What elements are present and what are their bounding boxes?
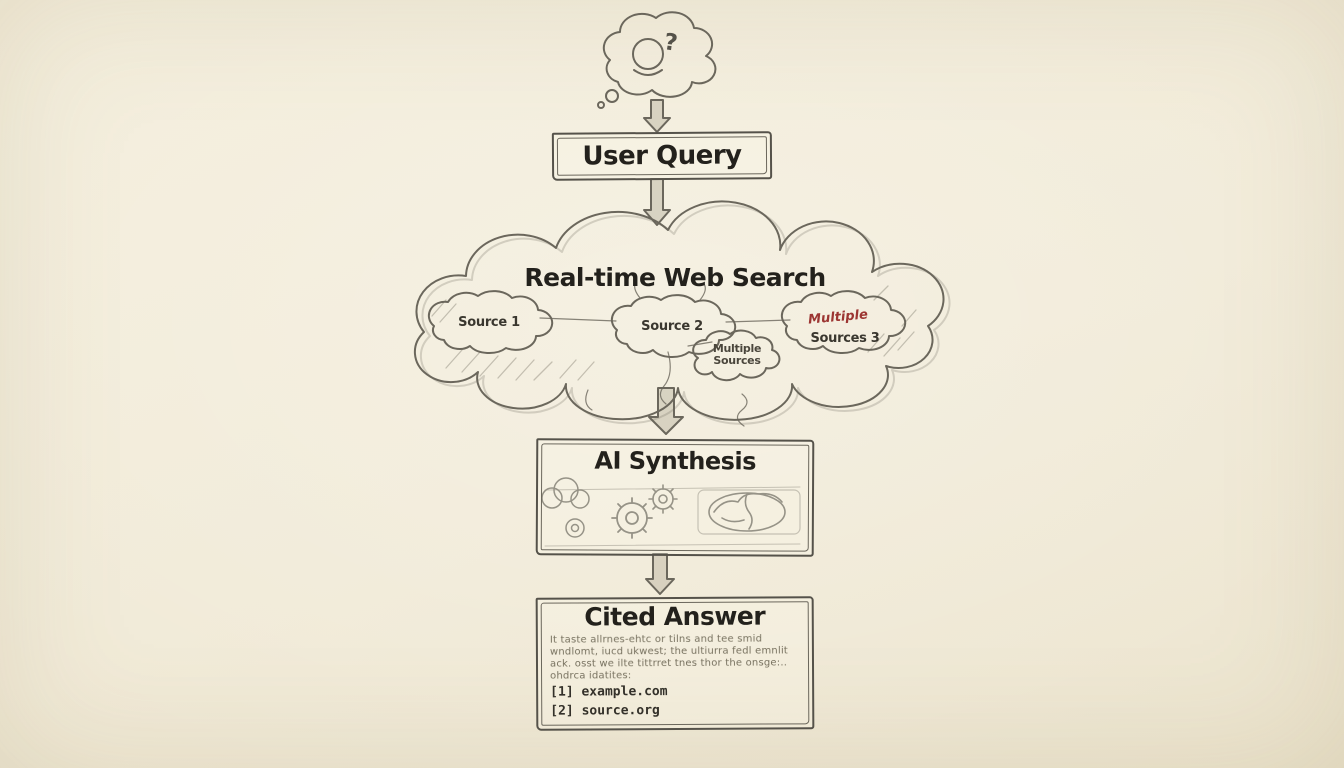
user-query-label: User Query	[582, 140, 742, 172]
citation-row: [2] source.org	[550, 703, 660, 719]
question-mark: ?	[662, 29, 680, 57]
citation-ref: [1]	[550, 684, 574, 700]
flow-arrow-2	[643, 178, 671, 226]
flow-arrow-1	[643, 99, 671, 133]
source-2-label: Source 2	[641, 319, 703, 334]
synthesis-box: AI Synthesis	[535, 438, 815, 557]
thought-bubble-icon	[597, 11, 717, 109]
user-query-box: User Query	[551, 131, 773, 181]
citation-row: [1] example.com	[550, 684, 667, 700]
answer-body-line: ack. osst we ilte tittrret tnes thor the…	[549, 657, 788, 670]
source-1-label: Source 1	[458, 315, 520, 330]
cited-answer-box: Cited Answer It taste allrnes-ehtc or ti…	[535, 596, 815, 731]
citation-source: source.org	[581, 703, 660, 719]
citation-source: example.com	[581, 684, 668, 700]
cited-answer-title: Cited Answer	[584, 601, 766, 632]
head-icon	[632, 38, 664, 70]
multiple-sources-label-line1: Multiple	[712, 342, 762, 355]
web-search-title: Real-time Web Search	[524, 263, 826, 292]
source-3-label: Sources 3	[810, 331, 880, 346]
multiple-annotation: Multiple	[807, 307, 869, 328]
answer-body-line: ohdrca idatites:	[550, 670, 632, 682]
web-search-cloud	[413, 200, 951, 425]
flow-arrow-4	[645, 553, 675, 595]
multiple-sources-label-line2: Sources	[713, 354, 761, 367]
citation-ref: [2]	[550, 703, 574, 719]
flow-arrow-3	[648, 387, 684, 435]
synthesis-title: AI Synthesis	[594, 446, 757, 476]
